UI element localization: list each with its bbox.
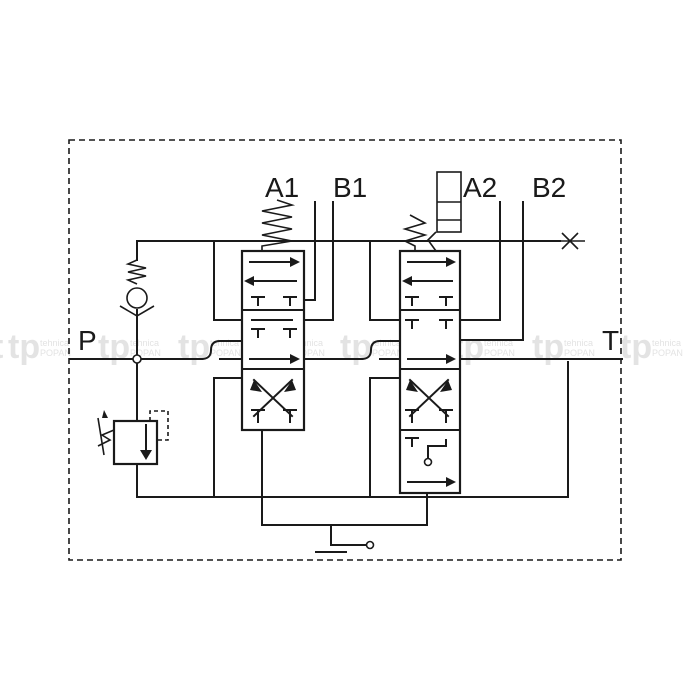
svg-text:POPAN: POPAN <box>564 348 595 358</box>
svg-text:tehnica: tehnica <box>294 338 323 348</box>
port-label-b1: B1 <box>333 172 367 203</box>
svg-text:tp: tp <box>98 328 130 366</box>
watermark-logo: tp <box>8 328 40 366</box>
svg-text:tp: tp <box>178 328 210 366</box>
svg-text:tehnica: tehnica <box>484 338 513 348</box>
svg-text:tehnica: tehnica <box>652 338 681 348</box>
lever-icon <box>315 540 375 553</box>
svg-text:POPAN: POPAN <box>294 348 325 358</box>
svg-text:POPAN: POPAN <box>372 348 403 358</box>
port-label-p: P <box>78 325 97 356</box>
svg-text:POPAN: POPAN <box>130 348 161 358</box>
main-lines <box>69 201 623 546</box>
spring-icon <box>261 199 296 251</box>
spring-icon <box>402 214 428 251</box>
svg-text:tehnica: tehnica <box>130 338 159 348</box>
port-label-a1: A1 <box>265 172 299 203</box>
port-label-t: T <box>602 325 619 356</box>
svg-text:POPAN: POPAN <box>484 348 515 358</box>
port-label-b2: B2 <box>532 172 566 203</box>
svg-text:tp: tp <box>620 328 652 366</box>
plug-icon <box>561 232 579 250</box>
relief-valve-icon <box>97 410 169 466</box>
spring-icon <box>125 259 147 285</box>
svg-text:tehnica: tehnica <box>564 338 593 348</box>
valve-block-boundary <box>68 139 622 561</box>
svg-text:tp: tp <box>532 328 564 366</box>
junction-dot <box>132 354 142 364</box>
svg-text:POPAN: POPAN <box>210 348 241 358</box>
svg-text:POPAN: POPAN <box>652 348 683 358</box>
watermark: t tp tehnica POPAN tp tehnica POPAN tp t… <box>0 328 683 366</box>
directional-valve-2 <box>398 171 462 495</box>
directional-valve-1 <box>240 199 306 432</box>
port-label-a2: A2 <box>463 172 497 203</box>
svg-text:tehnica: tehnica <box>40 338 69 348</box>
svg-text:tehnica: tehnica <box>210 338 239 348</box>
svg-text:POPAN: POPAN <box>40 348 71 358</box>
svg-text:t: t <box>0 328 3 366</box>
detent-icon <box>426 171 462 252</box>
check-valve-icon <box>119 287 155 317</box>
svg-text:tehnica: tehnica <box>372 338 401 348</box>
svg-text:tp: tp <box>340 328 372 366</box>
